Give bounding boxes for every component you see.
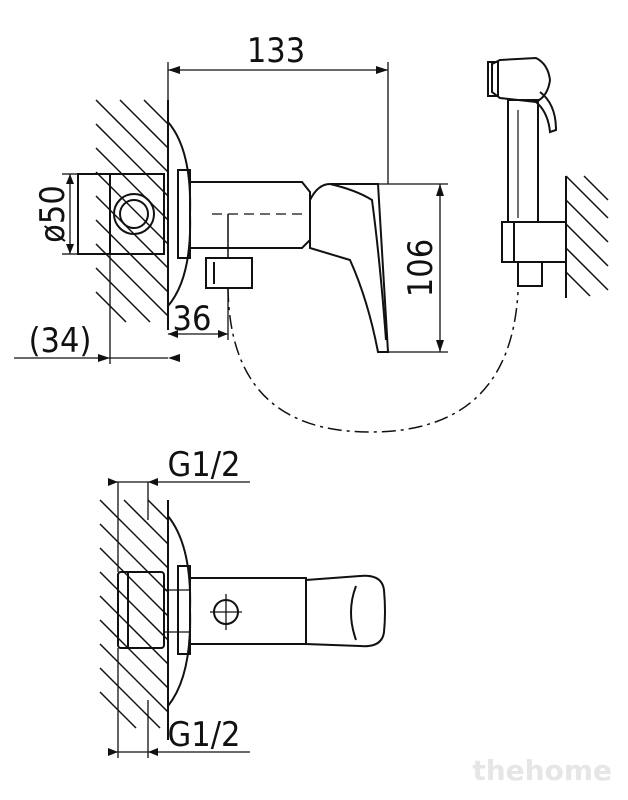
dim-label-36: 36: [173, 299, 212, 339]
lever-handle-top: [309, 183, 390, 353]
wall-hatch-bottom: [99, 499, 169, 729]
dim-label-106: 106: [401, 239, 441, 297]
wall-hatch-shower: [565, 175, 609, 297]
shower-holder: [501, 221, 567, 263]
cartridge-circle-top: [113, 193, 155, 235]
outlet-nut-top: [205, 257, 253, 289]
dim-label-50: ø50: [33, 185, 73, 243]
concealed-body-top: [77, 173, 165, 255]
dim-label-g12-top: G1/2: [168, 445, 241, 485]
hose-arc: [227, 287, 519, 433]
body-cylinder-top: [190, 181, 311, 249]
concealed-body-bottom: [117, 571, 165, 649]
wall-hatch-top: [95, 99, 169, 323]
rosette-top: [167, 121, 192, 307]
shower-stem: [507, 99, 539, 223]
dim-label-g12-bottom: G1/2: [168, 715, 241, 755]
dim-label-133: 133: [247, 31, 305, 71]
dim-label-34: (34): [29, 321, 92, 361]
body-cylinder-bottom: [189, 577, 307, 645]
watermark: thehome: [472, 754, 612, 787]
shower-trigger: [535, 91, 558, 134]
lever-handle-bottom: [305, 574, 386, 648]
rosette-bottom: [167, 515, 192, 707]
shower-head: [491, 56, 552, 104]
